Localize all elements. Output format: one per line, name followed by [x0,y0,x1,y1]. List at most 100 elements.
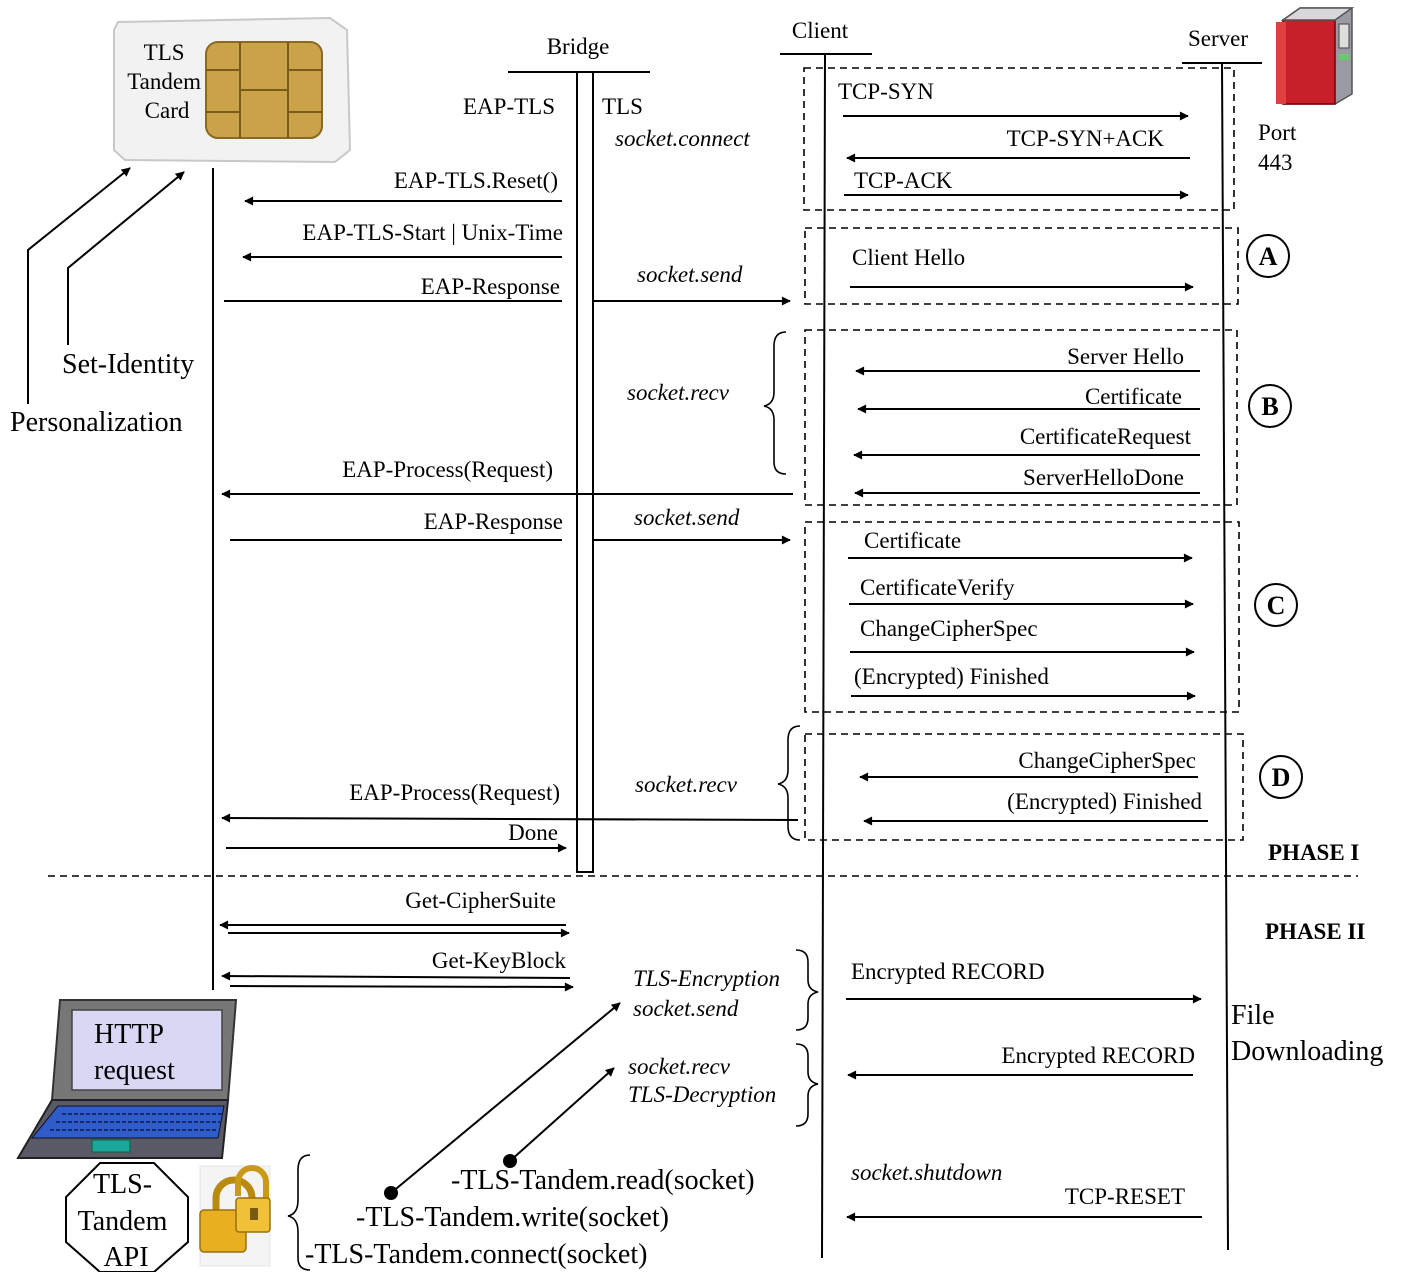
set-identity-arrow [67,171,185,345]
keyblock-arrow-right [229,982,574,992]
group-b-circle [1248,384,1292,428]
finished-d-label: (Encrypted) Finished [1007,789,1202,814]
read-call-dot [503,1154,517,1168]
eap-tls-label: EAP-TLS [463,94,555,119]
phase2-label: PHASE II [1265,919,1365,944]
response1-label: EAP-Response [421,274,560,299]
tls-decryption-label: TLS-Decryption [628,1082,776,1107]
tcp-syn-label: TCP-SYN [838,79,934,104]
group-c-box [804,521,1240,713]
server-lifeline [1221,62,1229,1251]
start-label: EAP-TLS-Start | Unix-Time [302,220,563,245]
laptop-icon [16,999,238,1159]
server-hello-label: Server Hello [1067,344,1184,369]
api-connect-label: -TLS-Tandem.connect(socket) [305,1239,647,1270]
api-write-label: -TLS-Tandem.write(socket) [356,1202,669,1233]
write-to-encrypt-arrow [390,1002,621,1194]
phase1-label: PHASE I [1268,840,1359,865]
http-request-label: HTTP request [94,1019,175,1086]
bridge-activation-bar [576,71,594,873]
tcp-synack-label: TCP-SYN+ACK [1007,126,1165,151]
api-read-label: -TLS-Tandem.read(socket) [451,1165,755,1196]
brace-decrypt [795,1043,819,1127]
port-label-line2: 443 [1258,150,1293,175]
certificate-b-label: Certificate [1085,384,1182,409]
server-label: Server [1188,26,1248,51]
socket-send2-label: socket.send [634,505,740,530]
get-ciphersuite-label: Get-CipherSuite [405,888,556,913]
certificate-verify-label: CertificateVerify [860,575,1015,600]
socket-connect-label: socket.connect [615,126,750,151]
api-call-arrows [390,1002,621,1194]
set-identity-label: Set-Identity [62,349,194,380]
reset-label: EAP-TLS.Reset() [394,168,558,193]
encrypted-record-in-label: Encrypted RECORD [1001,1043,1195,1068]
tcp-handshake-box [803,67,1235,211]
encrypted-record-out-label: Encrypted RECORD [851,959,1045,984]
api-octagon [65,1162,189,1272]
change-cipher-spec-d-label: ChangeCipherSpec [1018,748,1196,773]
http-request-line1: HTTP [94,1019,163,1050]
group-boxes [803,67,1244,841]
group-c-label: C [1267,591,1286,620]
socket-send3-label: socket.send [633,996,739,1021]
http-request-line2: request [94,1055,175,1086]
file-downloading-label: File Downloading [1231,1000,1383,1067]
lifelines [212,53,1262,1259]
keyblock-arrow-left [221,971,571,981]
group-d-box [804,733,1244,841]
write-call-dot [384,1186,398,1200]
group-d-circle [1259,755,1303,799]
api-label: TLS- Tandem API [78,1169,175,1272]
get-keyblock-label: Get-KeyBlock [432,948,567,973]
bridge-label: Bridge [547,34,610,59]
card-label: TLS Tandem Card [127,40,207,123]
socket-send1-label: socket.send [637,262,743,287]
process2-arrow [221,813,799,823]
card-label-line2: Tandem [127,69,201,94]
done-label: Done [508,820,558,845]
client-lifeline [821,53,826,1259]
card-label-line1: TLS [144,40,185,65]
read-to-recv-arrow [509,1067,615,1162]
group-a-label: A [1259,242,1278,271]
api-label-line3: API [103,1242,148,1272]
client-server-arrows [843,111,1208,1222]
brace-recv-b [763,331,787,475]
group-d-label: D [1272,763,1291,792]
tls-label: TLS [602,94,643,119]
api-label-line2: Tandem [78,1206,168,1237]
socket-recv1-label: socket.recv [627,380,730,405]
group-labels: A B C D [1246,234,1303,799]
personalization-arrow [27,167,131,404]
socket-shutdown-label: socket.shutdown [851,1160,1002,1185]
socket-recv2-label: socket.recv [635,772,738,797]
group-c-circle [1254,583,1298,627]
personalization-arrows [27,167,185,404]
process1-label: EAP-Process(Request) [342,457,553,482]
brace-encrypt [795,949,819,1031]
group-b-label: B [1261,392,1278,421]
tcp-reset-label: TCP-RESET [1065,1184,1185,1209]
socket-recv3-label: socket.recv [628,1054,731,1079]
client-label: Client [792,18,849,43]
certificate-c-label: Certificate [864,528,961,553]
tls-encryption-label: TLS-Encryption [633,966,780,991]
group-a-circle [1246,234,1290,278]
brace-api [287,1154,311,1271]
group-b-box [804,329,1238,506]
file-downloading-line1: File [1231,1000,1275,1031]
group-a-box [804,227,1239,305]
port-label-line1: Port [1258,120,1297,145]
tcp-ack-label: TCP-ACK [854,168,953,193]
server-hello-done-label: ServerHelloDone [1023,465,1184,490]
braces [287,331,819,1271]
client-hello-label: Client Hello [852,245,965,270]
process2-label: EAP-Process(Request) [349,780,560,805]
certificate-request-label: CertificateRequest [1020,424,1192,449]
card-label-line3: Card [145,98,190,123]
personalization-label: Personalization [10,407,183,438]
response2-label: EAP-Response [424,509,563,534]
file-downloading-line2: Downloading [1231,1036,1383,1067]
